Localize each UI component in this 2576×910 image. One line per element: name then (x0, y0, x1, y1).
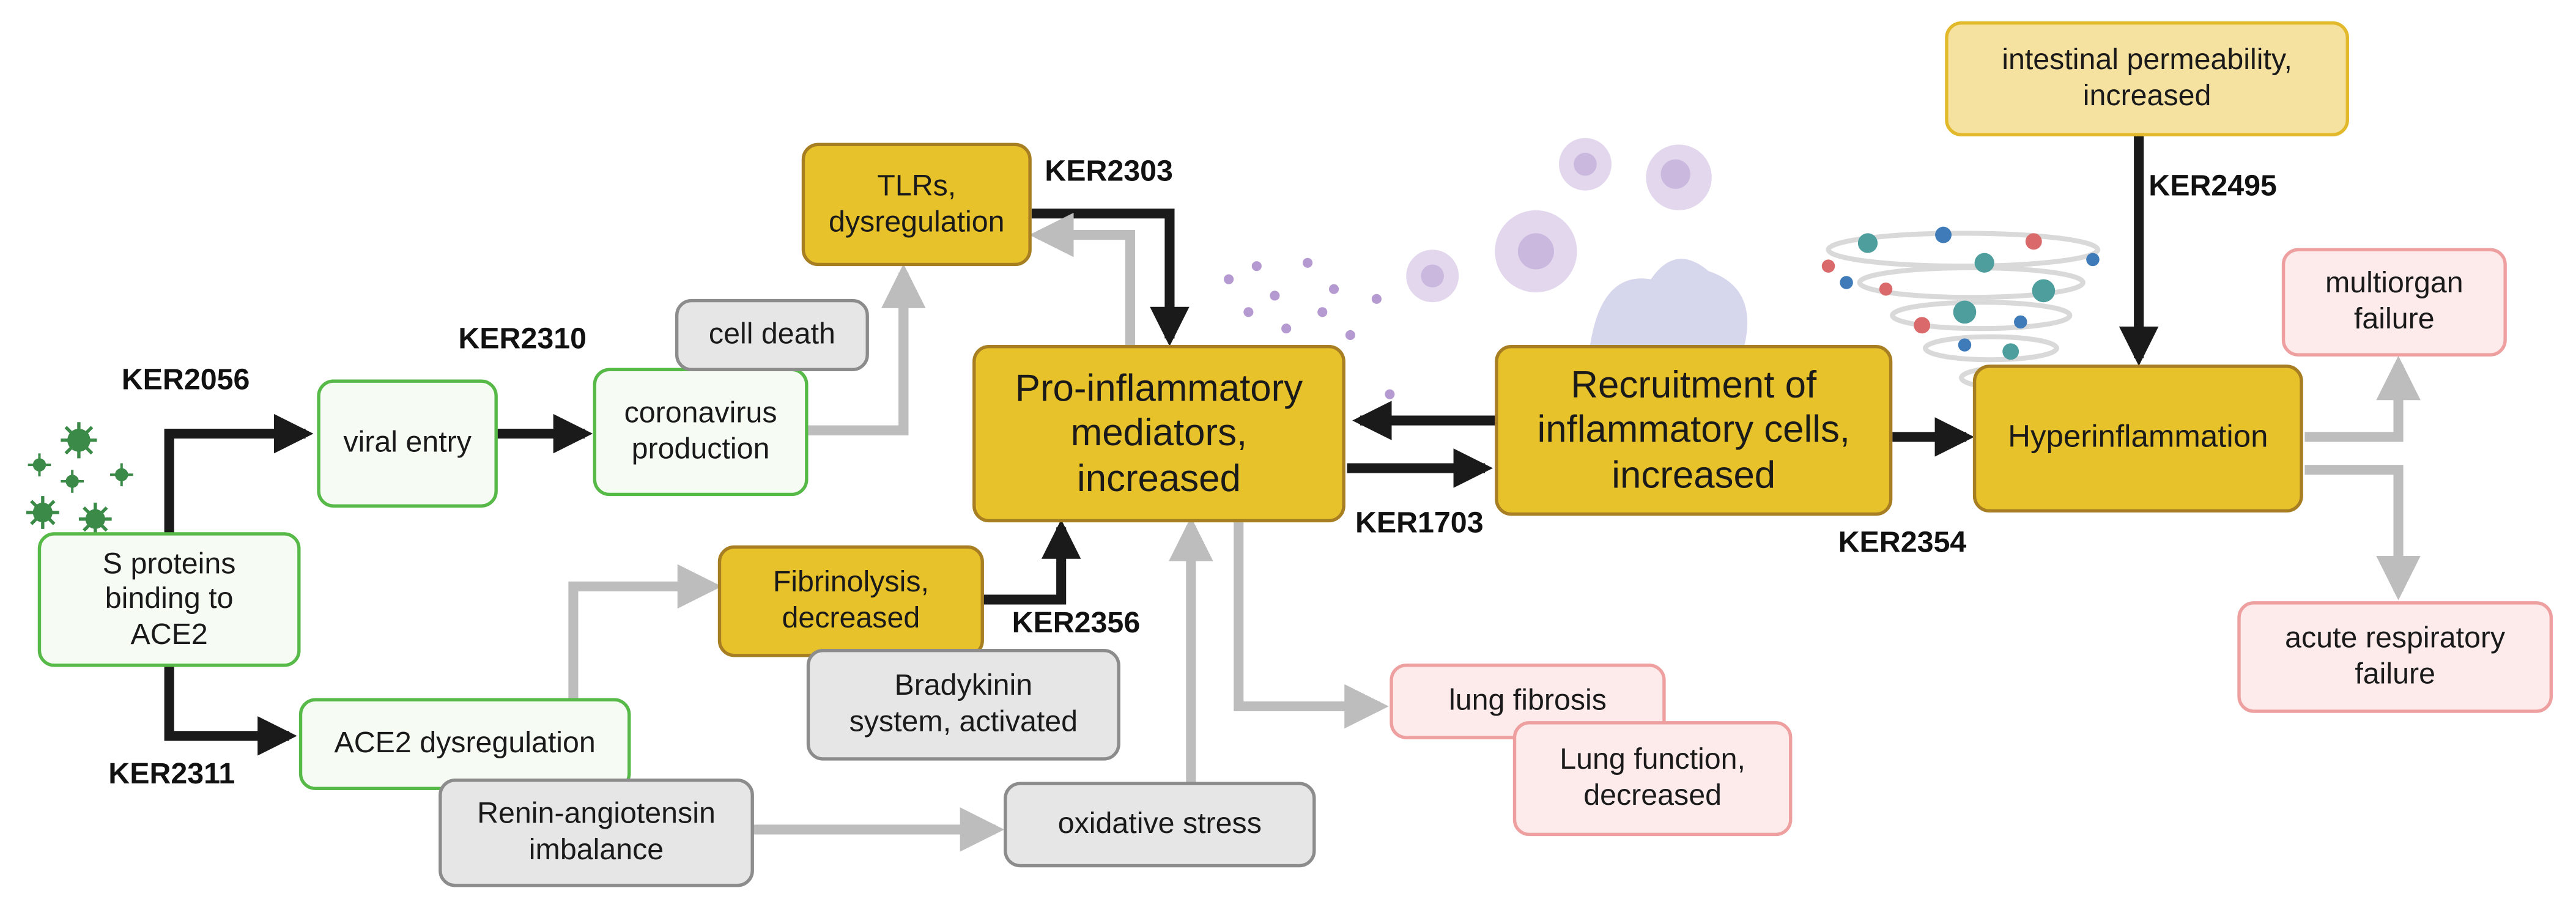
node-renin-angiotensin-imbalance: Renin-angiotensin imbalance (439, 779, 754, 887)
edge-hyperinflammation-to-acute-respiratory (2304, 465, 2421, 601)
node-acute-respiratory-failure: acute respiratory failure (2237, 601, 2553, 713)
node-multiorgan-failure: multiorgan failure (2281, 248, 2507, 357)
edge-pro-inflammatory-to-tlrs (1029, 212, 1136, 347)
node-hyperinflammation: Hyperinflammation (1972, 364, 2303, 513)
edge-s-proteins-to-ace2-dysregulation (164, 665, 297, 756)
immune-cell-icon (1224, 138, 1748, 399)
node-oxidative-stress: oxidative stress (1004, 782, 1316, 868)
ker-label-2495: KER2495 (2149, 169, 2277, 202)
edge-tlrs-to-pro-inflammatory (1031, 209, 1190, 347)
edge-ace2-dysregulation-to-fibrinolysis (568, 564, 722, 701)
node-tlrs-dysregulation: TLRs, dysregulation (801, 142, 1032, 267)
node-viral-entry: viral entry (317, 379, 498, 508)
node-s-proteins-binding-ace2: S proteins binding to ACE2 (37, 532, 301, 667)
node-intestinal-permeability: intestinal permeability, increased (1945, 21, 2349, 136)
ker-label-2303: KER2303 (1045, 154, 1173, 188)
node-fibrinolysis-decreased: Fibrinolysis, decreased (717, 545, 984, 657)
node-ace2-dysregulation: ACE2 dysregulation (298, 698, 631, 790)
virus-icon (26, 422, 133, 536)
edge-coronavirus-production-to-tlrs-head (805, 264, 926, 435)
node-recruitment-inflammatory-cells: Recruitment of inflammatory cells, incre… (1495, 345, 1893, 516)
ker-label-2056: KER2056 (121, 363, 250, 396)
node-pro-inflammatory-mediators: Pro-inflammatory mediators, increased (972, 345, 1345, 523)
node-coronavirus-production: coronavirus production (593, 368, 809, 497)
node-cell-death: cell death (675, 298, 869, 372)
node-bradykinin-system: Bradykinin system, activated (806, 648, 1120, 761)
ker-label-2311: KER2311 (108, 757, 235, 790)
edge-s-proteins-to-viral-entry (164, 413, 314, 536)
ker-label-2354: KER2354 (1838, 525, 1967, 559)
edge-pro-inflammatory-to-lung-fibrosis (1234, 522, 1389, 729)
ker-label-2310: KER2310 (458, 322, 587, 355)
edge-fibrinolysis-to-pro-inflammatory (982, 519, 1081, 605)
ker-label-1703: KER1703 (1355, 506, 1484, 539)
edge-hyperinflammation-to-multiorgan (2304, 355, 2421, 442)
node-lung-function-decreased: Lung function, decreased (1512, 721, 1793, 837)
ker-label-2356: KER2356 (1012, 606, 1141, 639)
